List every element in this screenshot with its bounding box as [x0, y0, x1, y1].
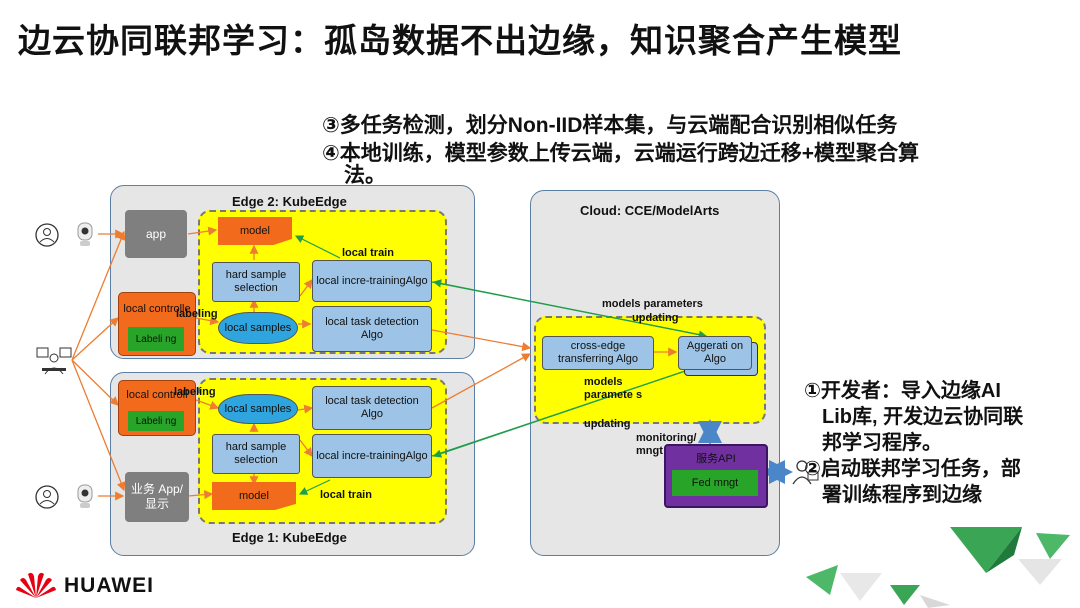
edge1-local-controller-label: local controll: [126, 389, 188, 401]
note-right-line-3: 邦学习程序。: [822, 432, 942, 454]
edge1-model: model: [212, 482, 296, 510]
huawei-logo-icon: [14, 570, 58, 605]
edge1-title: Edge 1: KubeEdge: [232, 530, 347, 545]
edge1-hard-sample: hard sample selection: [212, 434, 300, 474]
camera-icon: [74, 484, 96, 515]
edge2-labeling-label: labeling: [176, 308, 218, 320]
edge2-title: Edge 2: KubeEdge: [232, 194, 347, 209]
cloud-fed-mngt: Fed mngt: [672, 470, 758, 496]
edge1-incre-training: local incre-trainingAlgo: [312, 434, 432, 478]
edge1-task-detection: local task detection Algo: [312, 386, 432, 430]
cloud-monitoring: monitoring/ mngt: [636, 432, 697, 457]
developer-icon: [790, 458, 820, 491]
edge1-labeling-label: labeling: [174, 386, 216, 398]
edge2-task-detection: local task detection Algo: [312, 306, 432, 352]
cloud-title: Cloud: CCE/ModelArts: [580, 203, 720, 218]
decorative-triangles: [806, 527, 1070, 608]
cloud-updating-top: updating: [632, 312, 679, 324]
edge2-model: model: [218, 217, 292, 245]
note-right-line-2: Lib库, 开发边云协同联: [822, 406, 1024, 428]
edge2-local-controller-label: local controlle: [123, 303, 191, 315]
cloud-aggregation: Aggerati on Algo: [678, 336, 752, 370]
cloud-service-api: 服务API: [696, 453, 736, 465]
huawei-brand: HUAWEI: [64, 574, 154, 597]
cloud-models-params-top: models parameters: [602, 298, 703, 310]
edge1-local-samples: local samples: [218, 394, 298, 424]
edge2-app-box: app: [125, 210, 187, 258]
note-right: ①开发者：导入边缘AI Lib库, 开发边云协同联 邦学习程序。 ②启动联邦学习…: [804, 378, 1023, 508]
note-line-3: ③多任务检测，划分Non-IID样本集，与云端配合识别相似任务: [322, 114, 898, 137]
cloud-service-panel: 服务API Fed mngt: [664, 444, 768, 508]
edge2-local-samples: local samples: [218, 312, 298, 344]
note-right-line-4: ②启动联邦学习任务，部: [804, 458, 1021, 480]
note-right-line-1: ①开发者：导入边缘AI: [804, 380, 1001, 402]
team-icon: [36, 346, 72, 381]
edge2-incre-training: local incre-trainingAlgo: [312, 260, 432, 302]
note-line-4: ④本地训练，模型参数上传云端，云端运行跨边迁移+模型聚合算: [322, 142, 920, 165]
page-title: 边云协同联邦学习：孤岛数据不出边缘，知识聚合产生模型: [18, 22, 902, 59]
note-line-4b: 法。: [344, 164, 386, 187]
cloud-cross-edge: cross-edge transferring Algo: [542, 336, 654, 370]
person-icon: [34, 484, 60, 515]
edge1-app-box: 业务 App/ 显示: [125, 472, 189, 522]
edge2-local-train-label: local train: [342, 247, 394, 259]
person-icon: [34, 222, 60, 253]
cloud-updating-mid: updating: [584, 418, 631, 430]
camera-icon: [74, 222, 96, 253]
edge2-labeling-badge: Labeli ng: [128, 327, 184, 351]
edge1-labeling-badge: Labeli ng: [128, 411, 184, 431]
note-right-line-5: 署训练程序到边缘: [822, 484, 982, 506]
edge2-hard-sample: hard sample selection: [212, 262, 300, 302]
note-top: ③多任务检测，划分Non-IID样本集，与云端配合识别相似任务 ④本地训练，模型…: [322, 112, 919, 190]
cloud-models-params-mid: models paramete s: [584, 376, 643, 401]
edge1-local-train-label: local train: [320, 489, 372, 501]
